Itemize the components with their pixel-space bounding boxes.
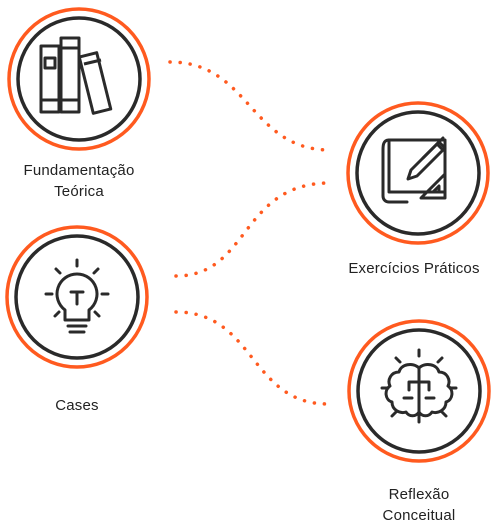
label-reflexao-line1: Reflexão <box>388 486 450 503</box>
node-exercicios <box>345 100 491 246</box>
label-cases: Cases <box>0 395 154 416</box>
connector-cases-exercicios <box>174 181 332 278</box>
drafting-tools-icon <box>381 136 447 204</box>
node-fundamentacao <box>6 6 152 152</box>
connector-cases-reflexao <box>174 310 330 406</box>
label-reflexao-line2: Conceitual <box>382 507 456 524</box>
label-fundamentacao-line1: Fundamentação <box>23 162 135 179</box>
lightbulb-icon <box>44 258 110 334</box>
brain-icon <box>380 348 458 424</box>
label-fundamentacao: Fundamentação Teórica <box>0 160 158 202</box>
connector-fundamentacao-exercicios <box>168 60 332 152</box>
label-fundamentacao-line2: Teórica <box>54 183 104 200</box>
label-exercicios: Exercícios Práticos <box>330 258 498 279</box>
label-exercicios-line1: Exercícios Práticos <box>348 260 480 277</box>
label-reflexao: Reflexão Conceitual <box>340 484 498 526</box>
label-cases-line1: Cases <box>55 397 99 414</box>
node-reflexao <box>346 318 492 464</box>
books-icon <box>39 36 113 115</box>
node-cases <box>4 224 150 370</box>
